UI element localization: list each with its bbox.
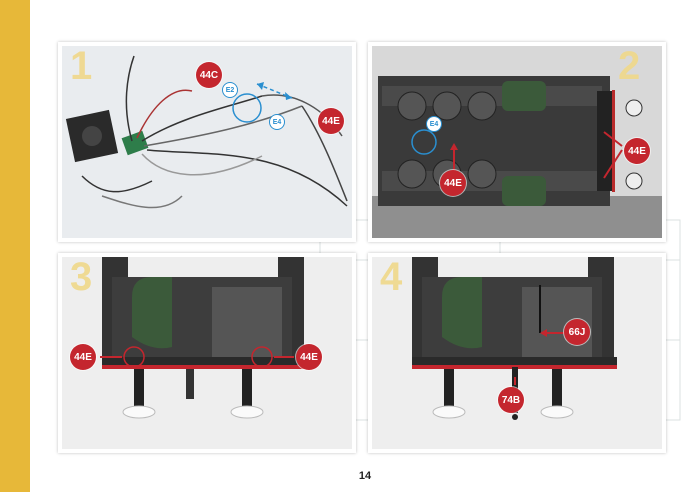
page-number: 14 xyxy=(358,470,372,482)
connector-label: E2 xyxy=(222,82,238,98)
step-2-photo xyxy=(372,46,662,238)
callout-badge: 44E xyxy=(318,108,344,134)
step-3-photo xyxy=(62,257,352,449)
callout-badge: 74B xyxy=(498,387,524,413)
connector-label: E4 xyxy=(426,116,442,132)
step-4-panel: 4 66J 74B xyxy=(368,253,666,453)
step-1-panel: 1 44C 44E E2 E4 xyxy=(58,42,356,242)
step-number: 1 xyxy=(70,44,93,88)
step-number: 3 xyxy=(70,255,93,299)
step-4-photo xyxy=(372,257,662,449)
step-number: 2 xyxy=(618,44,641,88)
page-spine xyxy=(0,0,30,492)
callout-badge: 44E xyxy=(440,170,466,196)
callout-badge: 44E xyxy=(296,344,322,370)
callout-badge: 66J xyxy=(564,319,590,345)
step-3-panel: 3 44E 44E xyxy=(58,253,356,453)
step-1-photo xyxy=(62,46,352,238)
callout-badge: 44E xyxy=(70,344,96,370)
step-2-panel: 2 E4 44E 44E xyxy=(368,42,666,242)
callout-badge: 44C xyxy=(196,62,222,88)
callout-badge: 44E xyxy=(624,138,650,164)
step-number: 4 xyxy=(380,255,403,299)
connector-label: E4 xyxy=(269,114,285,130)
